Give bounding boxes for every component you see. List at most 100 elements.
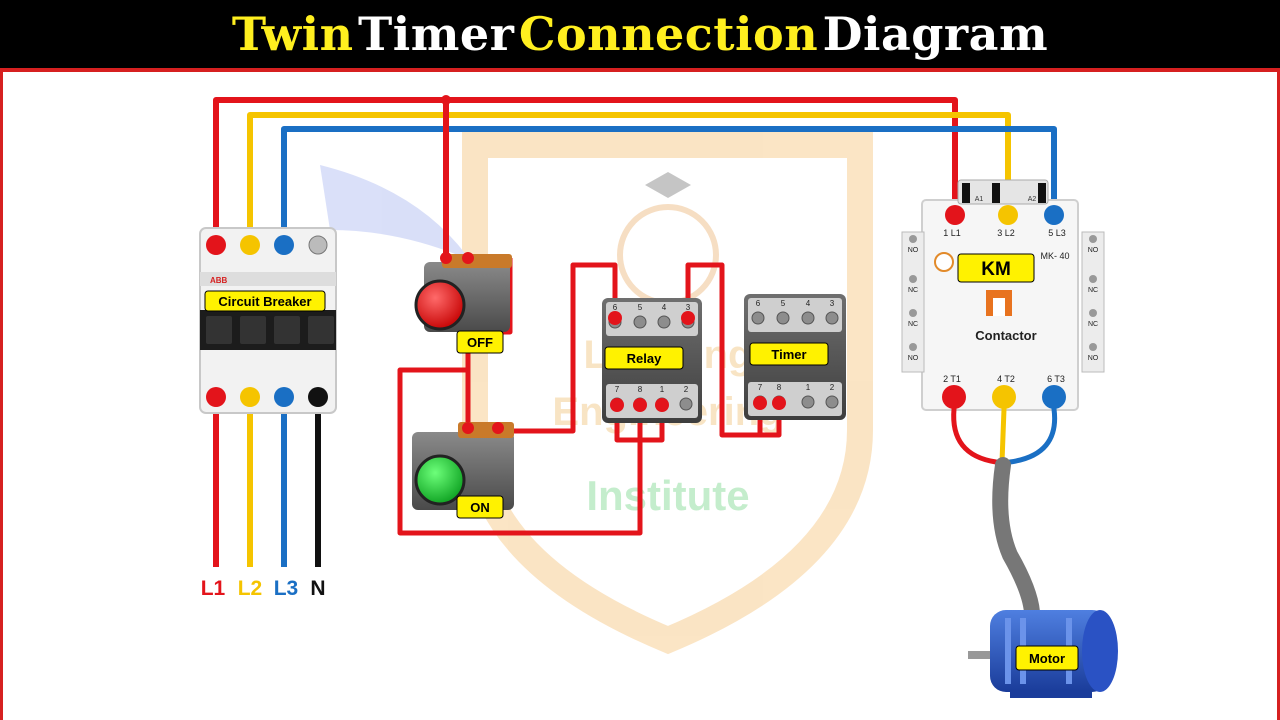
breaker-terminal-n-top: [308, 235, 328, 255]
motor-fin-1: [1005, 618, 1011, 684]
aux-left-screw-2: [909, 309, 917, 317]
aux-right-label: NO: [1088, 355, 1099, 362]
watermark-wing-icon: [320, 165, 470, 260]
off-terminal-2: [462, 252, 474, 264]
breaker-terminal-l1-bottom: [206, 387, 226, 407]
contactor-terminal-l2: [998, 205, 1018, 225]
watermark-line-3: Institute: [586, 472, 749, 519]
motor-label: Motor: [1029, 651, 1065, 666]
relay-bottom-pin-number: 2: [684, 385, 689, 394]
title-bar: Twin Timer Connection Diagram: [0, 0, 1280, 72]
watermark-cap-icon: [645, 172, 691, 198]
off-button-cap-icon: [414, 279, 466, 331]
breaker-terminal-l1-top: [206, 235, 226, 255]
relay-top-pin-number: 4: [662, 303, 667, 312]
coil-a1-label: A1: [975, 196, 984, 203]
contactor-bottom-label-2: 4 T2: [997, 374, 1015, 384]
relay-bottom-pin-number: 8: [638, 385, 643, 394]
aux-left-label: NC: [908, 287, 918, 294]
contactor-logo-icon: [934, 252, 954, 272]
breaker-terminal-l3-bottom: [274, 387, 294, 407]
aux-right-screw-3: [1089, 343, 1097, 351]
relay-terminal-8: [633, 398, 647, 412]
wire-t2-motor: [999, 406, 1007, 465]
breaker-terminal-l2-bottom: [240, 387, 260, 407]
contactor-coil-block: [957, 179, 1049, 205]
coil-tab-2: [992, 183, 1000, 203]
breaker-label: Circuit Breaker: [218, 294, 311, 309]
contactor-model: MK- 40: [1040, 251, 1069, 261]
timer-top-screw-0: [751, 311, 765, 325]
on-label: ON: [470, 500, 490, 515]
contactor-terminal-l1: [945, 205, 965, 225]
contactor-window-slot: [993, 298, 1005, 316]
breaker-label-strip: [200, 272, 336, 286]
title-word-4: Diagram: [822, 7, 1049, 61]
aux-left-screw-0: [909, 235, 917, 243]
contactor-bottom-label-3: 6 T3: [1047, 374, 1065, 384]
breaker-terminal-l2-top: [240, 235, 260, 255]
title-word-1: Twin: [231, 7, 354, 61]
supply-labels: L1 L2 L3 N: [201, 577, 326, 600]
aux-left-label: NC: [908, 321, 918, 328]
breaker-terminal-l3-top: [274, 235, 294, 255]
aux-block-right: [1081, 231, 1105, 373]
diagram-frame: [0, 72, 1280, 720]
km-label-box: [957, 253, 1035, 283]
coil-tab-1: [962, 183, 970, 203]
contactor-top-label-3: 5 L3: [1048, 228, 1066, 238]
off-label-box: [456, 330, 504, 354]
timer-bottom-pin-number: 1: [806, 383, 811, 392]
wire-t1-motor: [951, 406, 999, 465]
on-terminal-1: [462, 422, 474, 434]
timer-bottom-screw-2: [801, 395, 815, 409]
relay-top-screw-2: [657, 315, 671, 329]
breaker-handle-1: [206, 316, 232, 344]
wire-t3-motor: [1007, 406, 1058, 465]
contactor-terminal-t2: [992, 385, 1016, 409]
off-terminal-1: [440, 252, 452, 264]
motor-label-box: [1015, 645, 1079, 671]
breaker-terminal-n-bottom: [308, 387, 328, 407]
on-button-cap-icon: [414, 454, 466, 506]
on-label-box: [456, 495, 504, 519]
contactor-bottom-label-1: 2 T1: [943, 374, 961, 384]
relay-bottom-screw-3: [679, 397, 693, 411]
timer-bottom-screw-3: [825, 395, 839, 409]
relay-terminal-1: [655, 398, 669, 412]
timer-bottom-pin-number: 2: [830, 383, 835, 392]
motor-cable-sheath: [992, 457, 1040, 620]
relay-top-terminal-row: [606, 302, 698, 336]
relay-top-pin-number: 6: [613, 303, 618, 312]
title-word-3: Connection: [518, 7, 819, 61]
timer-bottom-pin-number: 8: [777, 383, 782, 392]
aux-block-left: [901, 231, 925, 373]
label-l1: L1: [201, 577, 226, 600]
aux-right-screw-1: [1089, 275, 1097, 283]
motor-cable: [951, 406, 1058, 620]
on-terminal-2: [492, 422, 504, 434]
breaker-handle-4: [308, 316, 334, 344]
aux-left-screw-3: [909, 343, 917, 351]
timer-top-terminal-row: [748, 298, 842, 332]
motor: Motor: [968, 610, 1118, 698]
motor-feet: [1010, 690, 1092, 698]
breaker-label-box: [204, 290, 326, 312]
supply-wires: [213, 95, 1057, 258]
wire-on-loop: [397, 367, 643, 536]
timer-top-pin-number: 4: [806, 299, 811, 308]
aux-right-label: NO: [1088, 247, 1099, 254]
relay-terminal-6: [608, 311, 622, 325]
timer-top-pin-number: 6: [756, 299, 761, 308]
contactor-terminal-t1: [942, 385, 966, 409]
timer-bottom-terminal-row: [748, 382, 842, 416]
relay-label: Relay: [627, 351, 662, 366]
timer-top-screw-3: [825, 311, 839, 325]
timer-top-screw-2: [801, 311, 815, 325]
contactor-label: Contactor: [975, 328, 1036, 343]
off-button-contacts: [442, 254, 512, 268]
coil-a2-label: A2: [1028, 196, 1037, 203]
